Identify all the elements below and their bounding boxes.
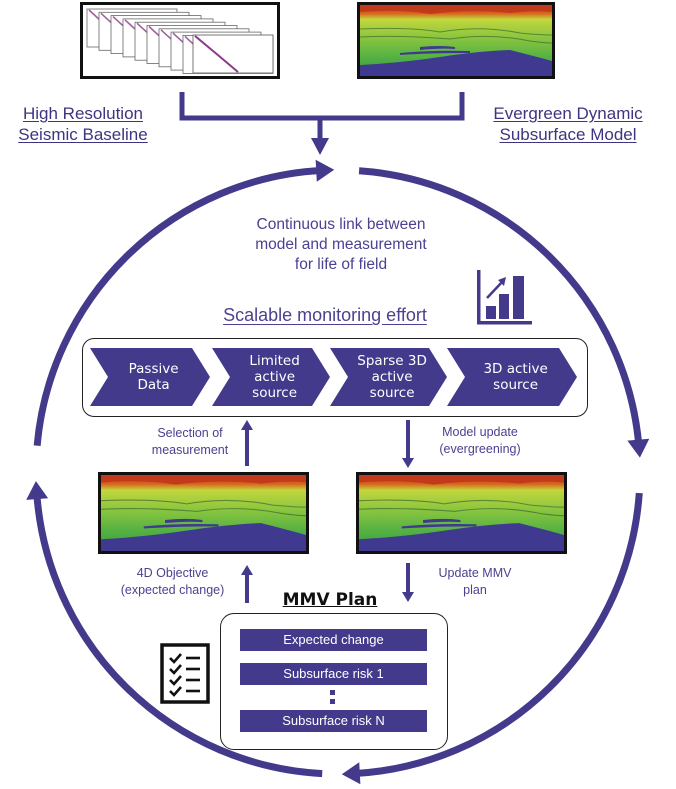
arrow-down-icon bbox=[402, 592, 414, 602]
model-update-label: Model update (evergreening) bbox=[420, 424, 540, 458]
mmv-plan-title: MMV Plan bbox=[282, 590, 378, 610]
mmv-item-subsurface-risk-1: Subsurface risk 1 bbox=[240, 663, 427, 685]
seismic-gather-stack-icon bbox=[86, 8, 274, 74]
text-line: for life of field bbox=[294, 256, 388, 273]
label-line: 3D active bbox=[483, 361, 548, 377]
label-line: source bbox=[369, 385, 415, 401]
label-line: Limited bbox=[249, 353, 300, 369]
text-line: model and measurement bbox=[255, 236, 427, 253]
subsurface-velocity-model-icon bbox=[360, 5, 552, 76]
monitoring-step-chevron bbox=[90, 348, 210, 406]
monitoring-step-chevron bbox=[212, 348, 330, 406]
monitoring-step-chevron bbox=[447, 348, 577, 406]
merge-connector bbox=[179, 92, 465, 121]
arrowhead-icon bbox=[26, 481, 49, 500]
selection-of-measurement-label: Selection of measurement bbox=[125, 425, 255, 459]
label-line: active bbox=[254, 369, 296, 385]
label-line: active bbox=[371, 369, 413, 385]
bar-chart-growth-icon bbox=[477, 270, 532, 325]
label-line: Passive bbox=[128, 361, 179, 377]
arrow-up-icon bbox=[241, 565, 253, 575]
label-line: 4D Objective bbox=[136, 566, 209, 580]
text-line: Continuous link between bbox=[256, 216, 426, 233]
label-line: source bbox=[252, 385, 298, 401]
arrow-down-icon bbox=[402, 458, 414, 468]
checklist-icon bbox=[160, 643, 210, 704]
gather-event bbox=[194, 35, 239, 73]
subsurface-velocity-model-icon bbox=[101, 475, 306, 551]
ellipsis-dot bbox=[330, 690, 335, 695]
arrowhead-icon bbox=[341, 762, 361, 785]
continuous-link-text: Continuous link between model and measur… bbox=[206, 215, 476, 275]
arrow-down-icon bbox=[311, 138, 329, 155]
label-line: plan bbox=[463, 583, 487, 597]
monitoring-step-chevron bbox=[330, 348, 447, 406]
label-line: Sparse 3D bbox=[357, 353, 427, 369]
cycle-arc-bottom-left bbox=[33, 492, 323, 778]
title-line: High Resolution bbox=[22, 104, 143, 123]
label-line: Model update bbox=[442, 425, 518, 439]
seismic-baseline-image bbox=[80, 2, 280, 79]
cycle-arc-top-right bbox=[358, 167, 643, 446]
cycle-arc-top-left bbox=[33, 166, 323, 446]
4d-objective-label: 4D Objective (expected change) bbox=[100, 565, 245, 599]
high-resolution-seismic-baseline-title[interactable]: High Resolution Seismic Baseline bbox=[8, 103, 158, 145]
label-line: Update MMV bbox=[438, 566, 512, 580]
objective-model-image bbox=[98, 472, 309, 554]
monitoring-steps bbox=[90, 348, 577, 406]
label-line: (evergreening) bbox=[439, 442, 521, 456]
label-line: source bbox=[493, 377, 539, 393]
title-line: Seismic Baseline bbox=[18, 125, 148, 144]
scalable-monitoring-title: Scalable monitoring effort bbox=[223, 305, 427, 325]
title-line: Evergreen Dynamic bbox=[493, 104, 643, 123]
updated-model-image bbox=[356, 472, 567, 554]
evergreen-dynamic-subsurface-model-title[interactable]: Evergreen Dynamic Subsurface Model bbox=[484, 103, 652, 145]
update-mmv-plan-label: Update MMV plan bbox=[420, 565, 530, 599]
cycle-arc-bottom-right bbox=[353, 492, 643, 778]
arrow-up-icon bbox=[241, 420, 253, 430]
mmv-item-subsurface-risk-n: Subsurface risk N bbox=[240, 710, 427, 732]
subsurface-model-image bbox=[357, 2, 555, 79]
ellipsis-dot bbox=[330, 699, 335, 704]
label-line: (expected change) bbox=[120, 583, 225, 597]
arrowhead-icon bbox=[627, 438, 650, 458]
label-line: Selection of bbox=[157, 426, 223, 440]
label-line: measurement bbox=[151, 443, 229, 457]
mmv-item-expected-change: Expected change bbox=[240, 629, 427, 651]
title-line: Subsurface Model bbox=[499, 125, 637, 144]
label-line: Data bbox=[137, 377, 170, 393]
arrowhead-icon bbox=[315, 159, 335, 182]
subsurface-velocity-model-icon bbox=[359, 475, 564, 551]
